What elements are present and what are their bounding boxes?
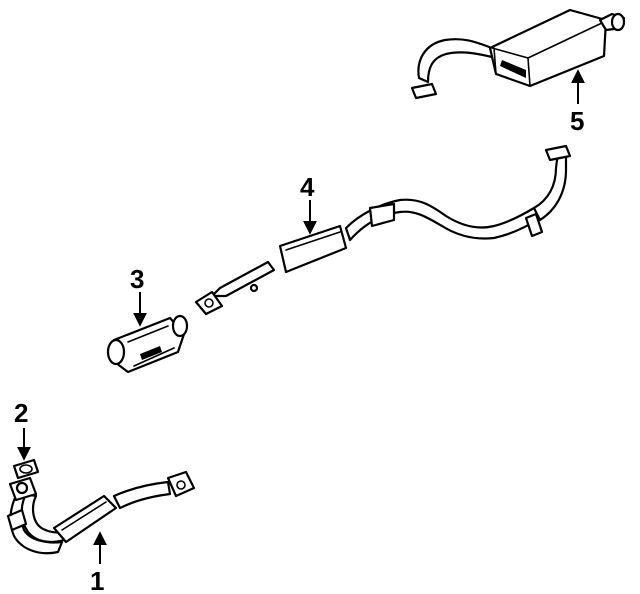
part-4-resonator-pipe[interactable] <box>194 144 572 316</box>
callout-3-label: 3 <box>130 264 144 294</box>
part-2-gasket[interactable] <box>12 458 40 480</box>
part-1-front-pipe[interactable] <box>6 470 196 555</box>
part-3-catalytic-converter[interactable] <box>106 314 189 374</box>
callout-1-label: 1 <box>90 566 104 594</box>
callout-5-label: 5 <box>570 106 584 136</box>
callout-4-label: 4 <box>300 172 315 202</box>
part-5-muffler[interactable] <box>410 8 626 100</box>
callout-2-label: 2 <box>14 398 28 428</box>
